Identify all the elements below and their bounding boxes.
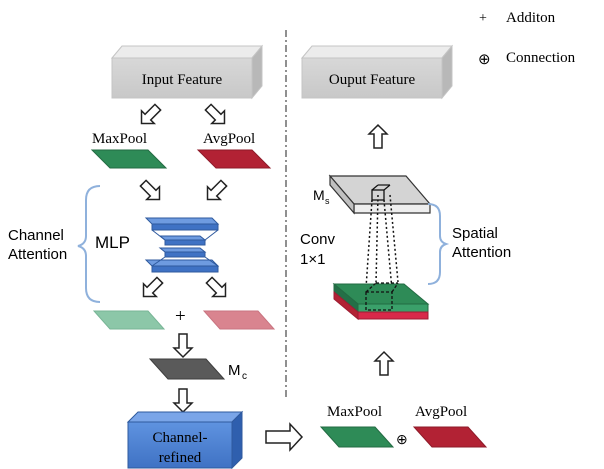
addition-legend-label: Additon	[506, 10, 556, 26]
channel-refined-label-line1: Channel-	[153, 430, 208, 446]
legend: + Additon ⊕ Connection	[478, 10, 576, 68]
output-feature-label: Ouput Feature	[329, 72, 416, 88]
avgpool-label: AvgPool	[203, 131, 255, 147]
stacked-pooled-maps	[332, 282, 430, 321]
channel-refined-label-line2: refined	[159, 450, 202, 466]
spatial-attention-bracket	[427, 203, 450, 285]
mc-subscript: c	[242, 371, 247, 382]
input-feature-box: Input Feature	[110, 44, 264, 100]
mlp-label: MLP	[95, 233, 130, 252]
addition-symbol: +	[479, 11, 487, 26]
refined-to-spatial-arrow	[265, 422, 304, 452]
conv-projection-lines	[365, 194, 399, 291]
channel-refined-block: Channel- refined	[126, 410, 244, 469]
input-to-maxpool-arrow	[140, 103, 162, 125]
ms-subscript: s	[325, 196, 330, 206]
spatial-avgpool-slab	[412, 426, 488, 448]
channel-attention-label-line1: Channel	[8, 227, 64, 244]
addition-operator: +	[175, 306, 186, 327]
spatial-attention-label-line1: Spatial	[452, 225, 498, 242]
output-feature-box: Ouput Feature	[300, 44, 454, 100]
pools-to-stack-arrow	[373, 350, 395, 376]
spatial-maxpool-label: MaxPool	[327, 404, 382, 420]
spatial-attention-label-line2: Attention	[452, 244, 511, 261]
input-feature-label: Input Feature	[142, 72, 223, 88]
avgpool-to-mlp-arrow	[206, 179, 228, 201]
channel-attention-bracket	[77, 185, 101, 303]
spatial-maxpool-slab	[319, 426, 395, 448]
spatial-connection-operator: ⊕	[396, 433, 408, 448]
maxpool-slab	[90, 149, 168, 169]
mc-to-refined-arrow	[172, 388, 194, 414]
spatial-avgpool-label: AvgPool	[415, 404, 467, 420]
sum-to-mc-arrow	[172, 333, 194, 359]
maxpool-to-mlp-arrow	[139, 179, 161, 201]
mlp-to-avgpool-out-arrow	[205, 276, 227, 298]
channel-attention-map-slab	[148, 358, 226, 380]
spatial-attention-map	[328, 174, 432, 215]
ms-label: M	[313, 187, 325, 203]
input-to-avgpool-arrow	[204, 103, 226, 125]
maxpool-label: MaxPool	[92, 131, 147, 147]
mlp-block	[144, 217, 220, 273]
connection-legend-label: Connection	[506, 50, 576, 66]
ms-to-output-arrow	[367, 123, 389, 149]
connection-symbol: ⊕	[478, 52, 491, 68]
channel-attention-label-line2: Attention	[8, 246, 67, 263]
mlp-to-maxpool-out-arrow	[142, 276, 164, 298]
avgpool-slab	[196, 149, 272, 169]
mc-label: M	[228, 362, 241, 379]
maxpool-mlp-output-slab	[92, 310, 166, 330]
conv-label-line2: 1×1	[300, 251, 325, 268]
conv-label-line1: Conv	[300, 231, 336, 248]
avgpool-mlp-output-slab	[202, 310, 276, 330]
